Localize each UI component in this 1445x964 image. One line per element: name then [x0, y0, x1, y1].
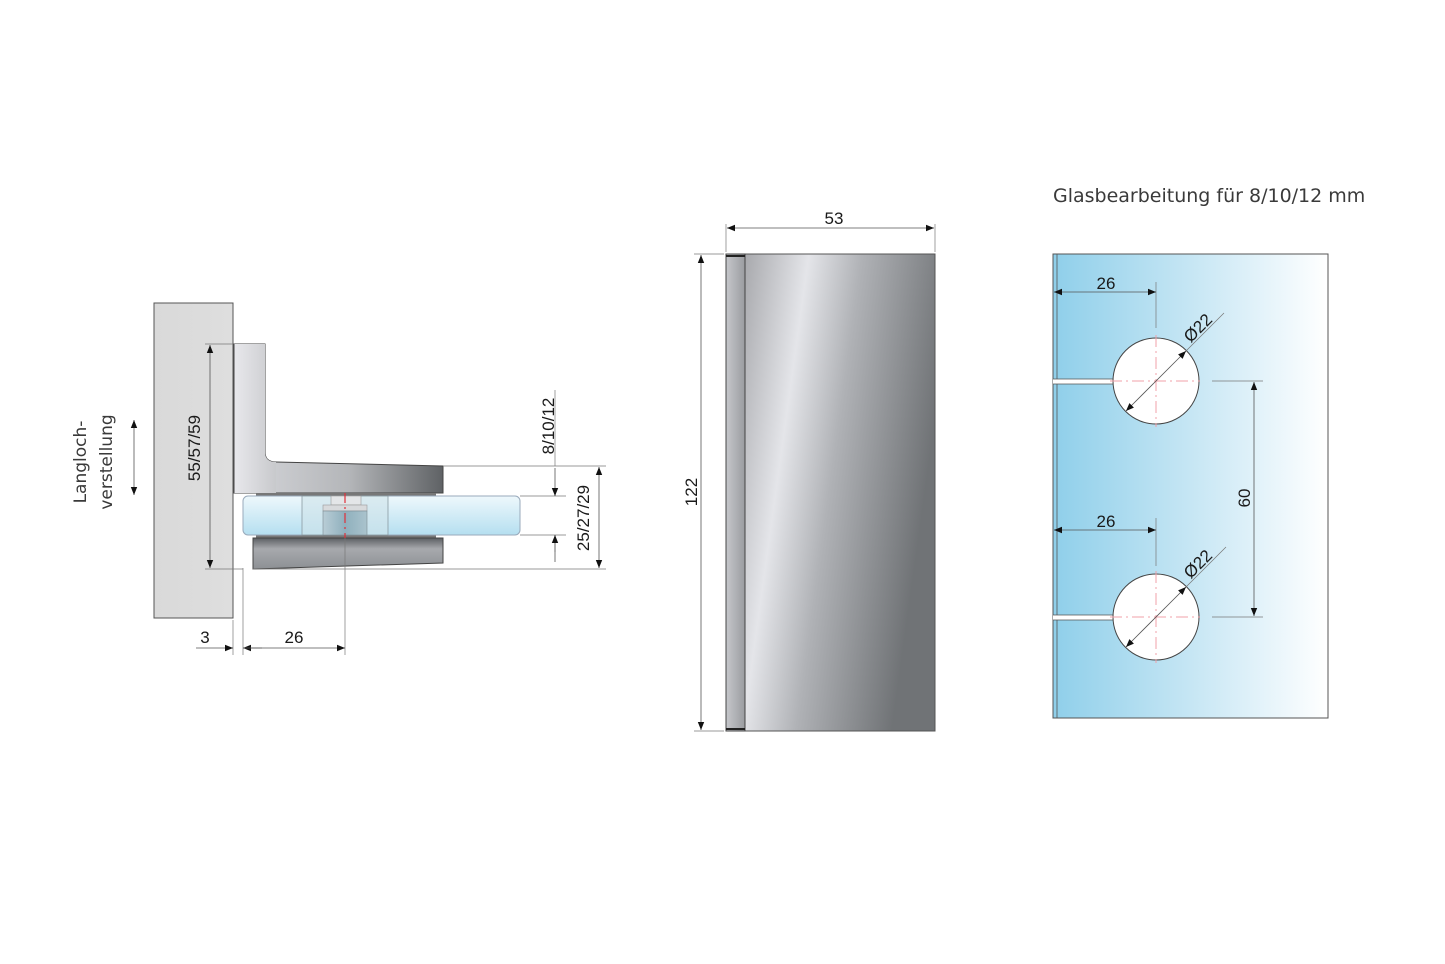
- glass-processing-title: Glasbearbeitung für 8/10/12 mm: [1053, 185, 1365, 207]
- glass-thickness-label: 8/10/12: [539, 398, 558, 455]
- hinge-side-edge: [725, 253, 746, 732]
- axis-offset-label: 26: [285, 628, 304, 647]
- width-dimension-label: 53: [825, 209, 844, 228]
- hole-bottom-diameter-line: [1125, 586, 1187, 648]
- hole-top-offset-label: 26: [1097, 274, 1116, 293]
- gap-label: 3: [200, 628, 209, 647]
- hinge-front-face: [744, 253, 936, 732]
- hole-top-diameter-line: [1125, 350, 1187, 412]
- bracket-upright: [234, 344, 276, 493]
- lower-clamp-plate: [252, 537, 444, 570]
- height-dimension-label: 55/57/59: [185, 415, 204, 481]
- gasket-bottom: [256, 535, 436, 538]
- wall: [153, 302, 234, 619]
- slot-bottom: [1053, 615, 1113, 620]
- height-dimension-label: 122: [682, 478, 701, 506]
- glass-processing-view: Glasbearbeitung für 8/10/12 mm 26 Ø22 26…: [1052, 185, 1365, 719]
- clamp-height-label: 25/27/29: [574, 485, 593, 551]
- hole-bottom-offset-label: 26: [1097, 512, 1116, 531]
- hole-spacing-label: 60: [1235, 489, 1254, 508]
- slot-adjustment-label-line2: verstellung: [97, 414, 117, 509]
- front-view: 53 122: [682, 209, 936, 732]
- bolt-head: [330, 495, 362, 506]
- slot-top: [1053, 379, 1113, 384]
- side-view: 55/57/59 Langloch- verstellung 8/10/12 2…: [71, 302, 606, 655]
- gasket-top: [256, 493, 436, 496]
- slot-adjustment-label-line1: Langloch-: [71, 421, 91, 504]
